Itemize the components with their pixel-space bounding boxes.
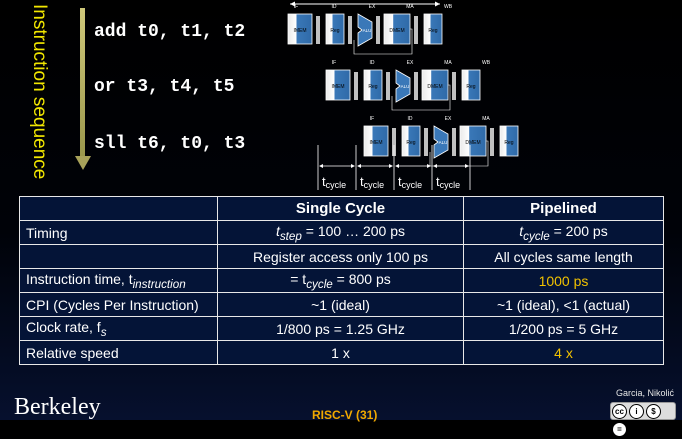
dmem-label: DMEM [389,28,404,34]
sequence-arrow-head-icon [75,156,91,170]
header-pipelined: Pipelined [464,197,664,221]
stage-header-label: WB [482,60,491,66]
pipeline-register [414,72,418,100]
pipeline-register [452,128,456,156]
span-arrow-left-icon [290,2,295,7]
imem-label: IMEM [331,84,344,90]
instruction-or: or t3, t4, t5 [94,77,234,97]
author-credit: Garcia, Nikolić [616,388,674,398]
pipeline-row: IF ID EX MA WB IMEM Reg ALU DMEM Reg [326,60,491,110]
cell-single-timing: tstep = 100 … 200 ps [218,221,464,245]
stage-header-label: MA [482,116,490,122]
tcycle-label: tcycle [322,174,346,190]
berkeley-logo: Berkeley [14,394,101,421]
reg-label: Reg [406,140,415,146]
cycle-arrow-left-icon [433,164,437,168]
cycle-arrow-right-icon [389,164,393,168]
stage-header-label: ID [332,4,337,10]
pipeline-register [354,72,358,100]
sequence-arrow-shaft [80,8,85,158]
stage-header-label: ID [408,116,413,122]
writeback-reg-label: Reg [466,84,475,90]
cycle-arrow-right-icon [465,164,469,168]
cell-single-clock-rate: 1/800 ps = 1.25 GHz [218,317,464,341]
table-row: Register access only 100 ps All cycles s… [20,245,664,269]
cell-pipe-clock-rate: 1/200 ps = 5 GHz [464,317,664,341]
dmem-label: DMEM [427,84,442,90]
row-label-blank [20,245,218,269]
cell-pipe-timing: tcycle = 200 ps [464,221,664,245]
table-row: Relative speed 1 x 4 x [20,341,664,365]
pipeline-register [452,72,456,100]
row-label-timing: Timing [20,221,218,245]
stage-header-label: IF [370,116,374,122]
table-row: Clock rate, fs 1/800 ps = 1.25 GHz 1/200… [20,317,664,341]
cycle-arrow-left-icon [319,164,323,168]
stage-header-label: EX [369,4,376,10]
dmem-label: DMEM [465,140,480,146]
stage-header-label: WB [444,4,453,10]
tcycle-label: tcycle [360,174,384,190]
instruction-add: add t0, t1, t2 [94,22,245,42]
cycle-arrow-left-icon [357,164,361,168]
row-label-cpi: CPI (Cycles Per Instruction) [20,293,218,317]
instruction-sll: sll t6, t0, t3 [94,134,245,154]
table-row: CPI (Cycles Per Instruction) ~1 (ideal) … [20,293,664,317]
stage-header-label: MA [406,4,414,10]
pipeline-register [386,72,390,100]
cell-single-instruction-time: = tcycle = 800 ps [218,269,464,293]
imem-label: IMEM [293,28,306,34]
tcycle-label: tcycle [398,174,422,190]
nc-icon: $ [646,404,661,419]
imem-label: IMEM [369,140,382,146]
stage-header-label: EX [445,116,452,122]
alu-label: ALU [401,84,410,89]
cycle-arrow-left-icon [395,164,399,168]
table-header-row: Single Cycle Pipelined [20,197,664,221]
stage-header-label: ID [370,60,375,66]
reg-label: Reg [330,28,339,34]
by-icon: i [629,404,644,419]
header-single-cycle: Single Cycle [218,197,464,221]
cell-pipe-cpi: ~1 (ideal), <1 (actual) [464,293,664,317]
cc-icon: cc [612,404,627,419]
pipeline-register [414,16,418,44]
stage-header-label: EX [407,60,414,66]
alu-label: ALU [439,140,448,145]
table-row: Timing tstep = 100 … 200 ps tcycle = 200… [20,221,664,245]
pipeline-register [376,16,380,44]
stage-header-label: IF [332,60,336,66]
tcycle-label: tcycle [436,174,460,190]
pipeline-register [316,16,320,44]
cell-pipe-instruction-time: 1000 ps [464,269,664,293]
reg-label: Reg [368,84,377,90]
span-arrow-right-icon [435,2,440,7]
comparison-table: Single Cycle Pipelined Timing tstep = 10… [19,196,664,365]
pipeline-register [424,128,428,156]
row-label-clock-rate: Clock rate, fs [20,317,218,341]
writeback-reg-label: Reg [428,28,437,34]
pipeline-register [348,16,352,44]
cell-pipe-relative-speed: 4 x [464,341,664,365]
cycle-arrow-right-icon [351,164,355,168]
cell-single-relative-speed: 1 x [218,341,464,365]
writeback-reg-label: Reg [504,140,513,146]
cell-single-register-access: Register access only 100 ps [218,245,464,269]
cell-single-cpi: ~1 (ideal) [218,293,464,317]
cell-pipe-cycles-same: All cycles same length [464,245,664,269]
row-label-instruction-time: Instruction time, tinstruction [20,269,218,293]
table-row: Instruction time, tinstruction = tcycle … [20,269,664,293]
instruction-sequence-label: Instruction sequence [28,4,50,179]
alu-label: ALU [363,28,372,33]
sa-icon: = [612,422,627,437]
stage-header-label: MA [444,60,452,66]
cycle-arrow-right-icon [427,164,431,168]
header-empty [20,197,218,221]
pipeline-register [490,128,494,156]
row-label-relative-speed: Relative speed [20,341,218,365]
